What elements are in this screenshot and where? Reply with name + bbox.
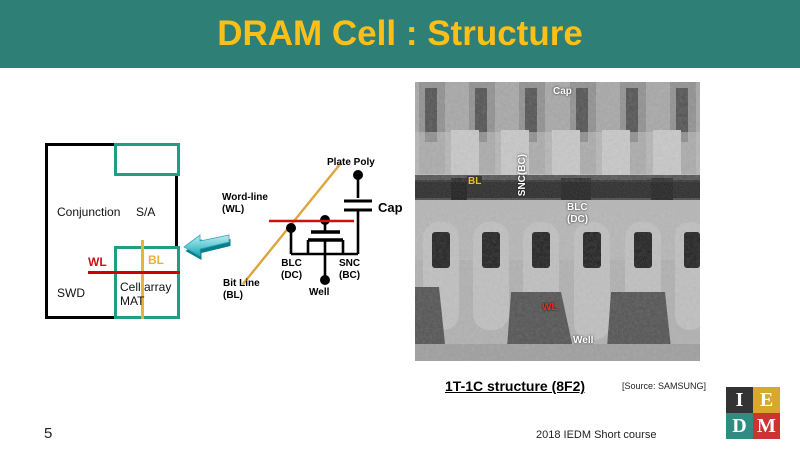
circuit-label-bit-line-line2: (BL) <box>223 290 243 301</box>
tem-label-blc-line1: BLC <box>567 202 588 213</box>
block-label-sense-amp: S/A <box>136 205 156 219</box>
callout-arrow-icon <box>183 230 231 268</box>
circuit-schematic: Plate Poly Cap Word-line (WL) Bit Line (… <box>215 150 420 315</box>
tem-label-blc: BLC (DC) <box>567 202 588 226</box>
block-label-cell-array-mat: Cell array MAT <box>120 280 171 308</box>
page-number: 5 <box>44 425 53 442</box>
block-label-cell-array-line2: MAT <box>120 294 145 308</box>
tem-label-snc-bc: SNC(BC) <box>517 154 528 197</box>
tem-label-bl: BL <box>467 176 483 187</box>
circuit-label-cap: Cap <box>378 200 403 215</box>
tem-label-cap: Cap <box>553 86 572 97</box>
tem-micrograph-graphic <box>415 82 700 361</box>
block-label-wl: WL <box>88 255 107 269</box>
circuit-label-bit-line-line1: Bit Line <box>223 278 260 289</box>
circuit-label-snc-line2: (BC) <box>339 270 361 281</box>
circuit-label-blc-line2: (DC) <box>281 270 303 281</box>
circuit-node-blc <box>286 223 296 233</box>
circuit-label-word-line: Word-line (WL) <box>222 192 268 216</box>
block-label-swd: SWD <box>57 286 85 300</box>
title-bar: DRAM Cell : Structure <box>0 0 800 68</box>
block-label-conjunction: Conjunction <box>57 205 121 219</box>
circuit-label-plate-poly: Plate Poly <box>327 157 375 168</box>
tem-label-well: Well <box>573 335 594 346</box>
tem-label-blc-line2: (DC) <box>567 214 589 225</box>
figure-source: [Source: SAMSUNG] <box>622 381 707 391</box>
tem-micrograph: Cap SNC(BC) BL BLC (DC) WL Well <box>415 82 700 361</box>
page-title: DRAM Cell : Structure <box>217 14 583 53</box>
block-green-rect-top <box>114 143 180 176</box>
iedm-logo-cell-e: E <box>753 387 780 413</box>
block-label-cell-array-line1: Cell array <box>120 280 172 294</box>
circuit-label-blc-line1: BLC <box>281 258 302 269</box>
iedm-logo: I E D M <box>726 387 780 439</box>
circuit-node-well <box>320 275 330 285</box>
circuit-label-well: Well <box>309 287 330 298</box>
circuit-label-bit-line: Bit Line (BL) <box>223 278 260 302</box>
circuit-node-plate-poly <box>353 170 363 180</box>
iedm-logo-cell-i: I <box>726 387 753 413</box>
circuit-label-word-line-line1: Word-line <box>222 192 268 203</box>
iedm-logo-cell-m: M <box>753 413 780 439</box>
footer-text: 2018 IEDM Short course <box>536 429 657 441</box>
iedm-logo-cell-d: D <box>726 413 753 439</box>
block-label-bl: BL <box>148 253 164 267</box>
circuit-label-snc-line1: SNC <box>339 258 361 269</box>
block-bl-line <box>141 240 144 319</box>
circuit-label-blc: BLC (DC) <box>281 258 302 282</box>
block-diagram: Conjunction S/A SWD Cell array MAT WL BL <box>40 136 190 331</box>
tem-label-wl: WL <box>542 302 558 313</box>
circuit-label-snc: SNC (BC) <box>339 258 360 282</box>
block-green-rect-cell-array <box>114 246 180 319</box>
circuit-label-word-line-line2: (WL) <box>222 204 245 215</box>
figure-caption: 1T-1C structure (8F2) <box>445 378 586 394</box>
block-wl-line <box>88 271 180 274</box>
